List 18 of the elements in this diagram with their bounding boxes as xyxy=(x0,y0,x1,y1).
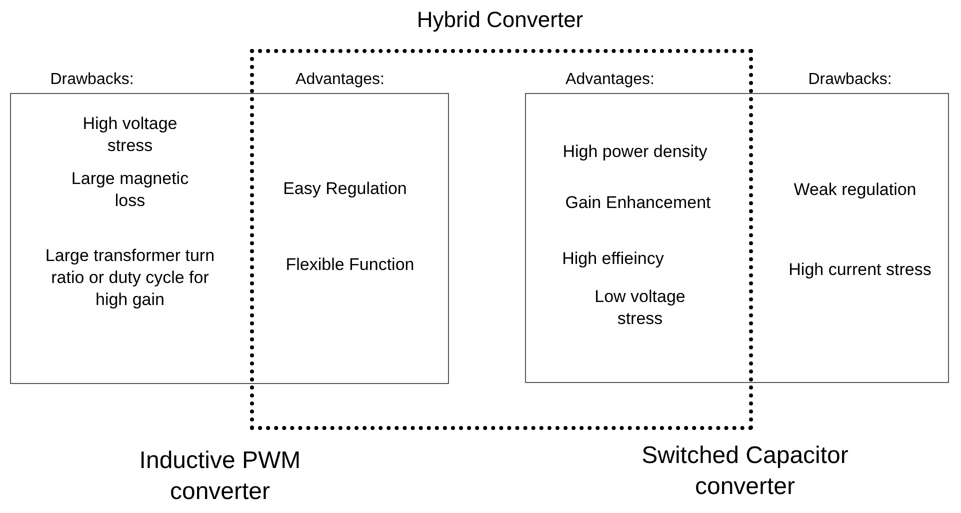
feature-text: Weak regulation xyxy=(792,179,918,201)
box-heading: Hybrid Converter xyxy=(416,6,584,34)
feature-text: Large transformer turn ratio or duty cycle for high gain xyxy=(44,245,216,312)
feature-text: Low voltage stress xyxy=(594,286,686,330)
feature-text: Easy Regulation xyxy=(282,178,408,200)
feature-text: Gain Enhancement xyxy=(564,192,712,214)
section-heading: Drawbacks: xyxy=(49,70,135,90)
feature-text: Large magnetic loss xyxy=(70,168,190,212)
feature-text: High voltage stress xyxy=(82,113,178,158)
caption-text: Inductive PWM converter xyxy=(138,446,302,508)
section-heading: Drawbacks: xyxy=(807,70,893,90)
feature-text: High current stress xyxy=(788,259,932,281)
section-heading: Advantages: xyxy=(294,70,386,90)
feature-text: High power density xyxy=(562,141,708,163)
caption-text: Switched Capacitor converter xyxy=(640,441,850,502)
section-heading: Advantages: xyxy=(564,70,656,90)
feature-text: Flexible Function xyxy=(284,254,416,276)
feature-text: High effieincy xyxy=(561,248,665,270)
